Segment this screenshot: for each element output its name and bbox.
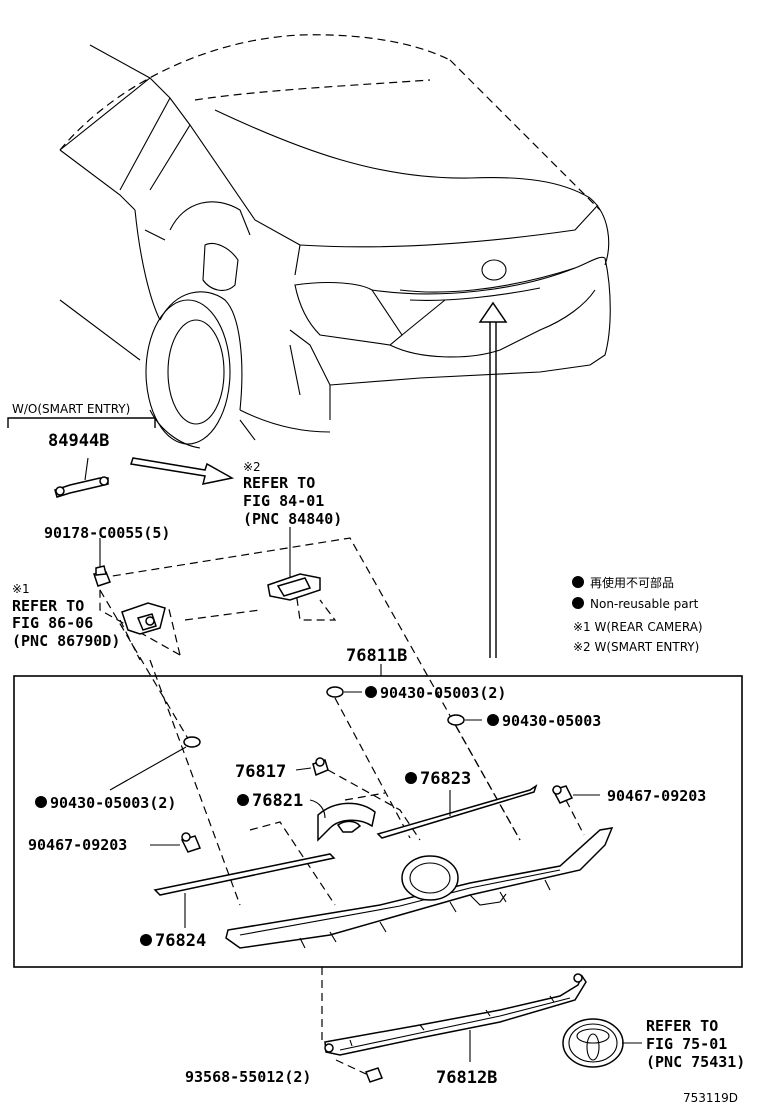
vehicle-illustration bbox=[59, 34, 611, 449]
legend-note1: ※1 W(REAR CAMERA) bbox=[573, 620, 703, 634]
legend-dot-2 bbox=[572, 597, 584, 609]
emblem-drawing bbox=[562, 1018, 642, 1068]
location-arrow bbox=[478, 301, 508, 658]
legend-reuse-en: Non-reusable part bbox=[590, 597, 699, 611]
bullet-90430-mid bbox=[487, 714, 499, 726]
label-refer-c-1: REFER TO bbox=[646, 1017, 718, 1035]
label-refer-a-1: REFER TO bbox=[243, 474, 315, 492]
label-90430-left: 90430-05003(2) bbox=[50, 794, 176, 812]
label-note2-mark: ※2 bbox=[243, 460, 261, 474]
label-76817: 76817 bbox=[235, 762, 286, 782]
label-90467-right: 90467-09203 bbox=[607, 787, 706, 805]
legend-reuse-jp: 再使用不可部品 bbox=[590, 575, 674, 590]
label-76811b: 76811B bbox=[346, 646, 407, 666]
label-refer-c-3: (PNC 75431) bbox=[646, 1053, 745, 1071]
bullet-76823 bbox=[405, 772, 417, 784]
label-76824: 76824 bbox=[155, 931, 206, 951]
bullet-76824 bbox=[140, 934, 152, 946]
label-wo-smart-entry: W/O(SMART ENTRY) bbox=[12, 402, 130, 416]
part-84944b-drawing bbox=[54, 457, 109, 498]
clip-76817 bbox=[295, 757, 421, 841]
label-90467-left: 90467-09203 bbox=[28, 836, 127, 854]
garnish-main bbox=[225, 827, 614, 949]
smart-entry-switch-drawing bbox=[267, 573, 321, 601]
wo-smart-entry-bracket bbox=[7, 417, 156, 428]
label-90430-mid: 90430-05003 bbox=[502, 712, 601, 730]
clip-90178 bbox=[93, 565, 111, 587]
label-refer-b-2: FIG 86-06 bbox=[12, 614, 93, 632]
clip-90467-right bbox=[551, 785, 600, 836]
cover-76821 bbox=[249, 792, 386, 906]
label-76821: 76821 bbox=[252, 791, 303, 811]
label-refer-b-1: REFER TO bbox=[12, 597, 84, 615]
bullet-90430-top bbox=[365, 686, 377, 698]
refer-arrow bbox=[130, 457, 235, 485]
molding-76824 bbox=[153, 853, 336, 928]
label-93568: 93568-55012(2) bbox=[185, 1068, 311, 1086]
washers-90430 bbox=[109, 686, 521, 841]
assembly-box bbox=[13, 664, 743, 968]
clip-90467-left bbox=[150, 832, 202, 853]
molding-76812b bbox=[321, 967, 587, 1062]
rear-camera-drawing bbox=[121, 602, 166, 635]
bullet-90430-left bbox=[35, 796, 47, 808]
label-refer-a-2: FIG 84-01 bbox=[243, 492, 324, 510]
label-76812b: 76812B bbox=[436, 1068, 497, 1088]
molding-76823 bbox=[376, 784, 538, 839]
label-76823: 76823 bbox=[420, 769, 471, 789]
label-84944b: 84944B bbox=[48, 431, 109, 451]
label-refer-b-3: (PNC 86790D) bbox=[12, 632, 120, 650]
legend-dot-1 bbox=[572, 576, 584, 588]
label-note1-mark: ※1 bbox=[12, 582, 30, 596]
legend-note2: ※2 W(SMART ENTRY) bbox=[573, 640, 699, 654]
label-90178: 90178-C0055(5) bbox=[44, 524, 170, 542]
label-refer-a-3: (PNC 84840) bbox=[243, 510, 342, 528]
label-refer-c-2: FIG 75-01 bbox=[646, 1035, 727, 1053]
bullet-76821 bbox=[237, 794, 249, 806]
label-90430-top: 90430-05003(2) bbox=[380, 684, 506, 702]
screw-93568 bbox=[335, 1059, 383, 1083]
figure-id: 753119D bbox=[683, 1091, 738, 1105]
